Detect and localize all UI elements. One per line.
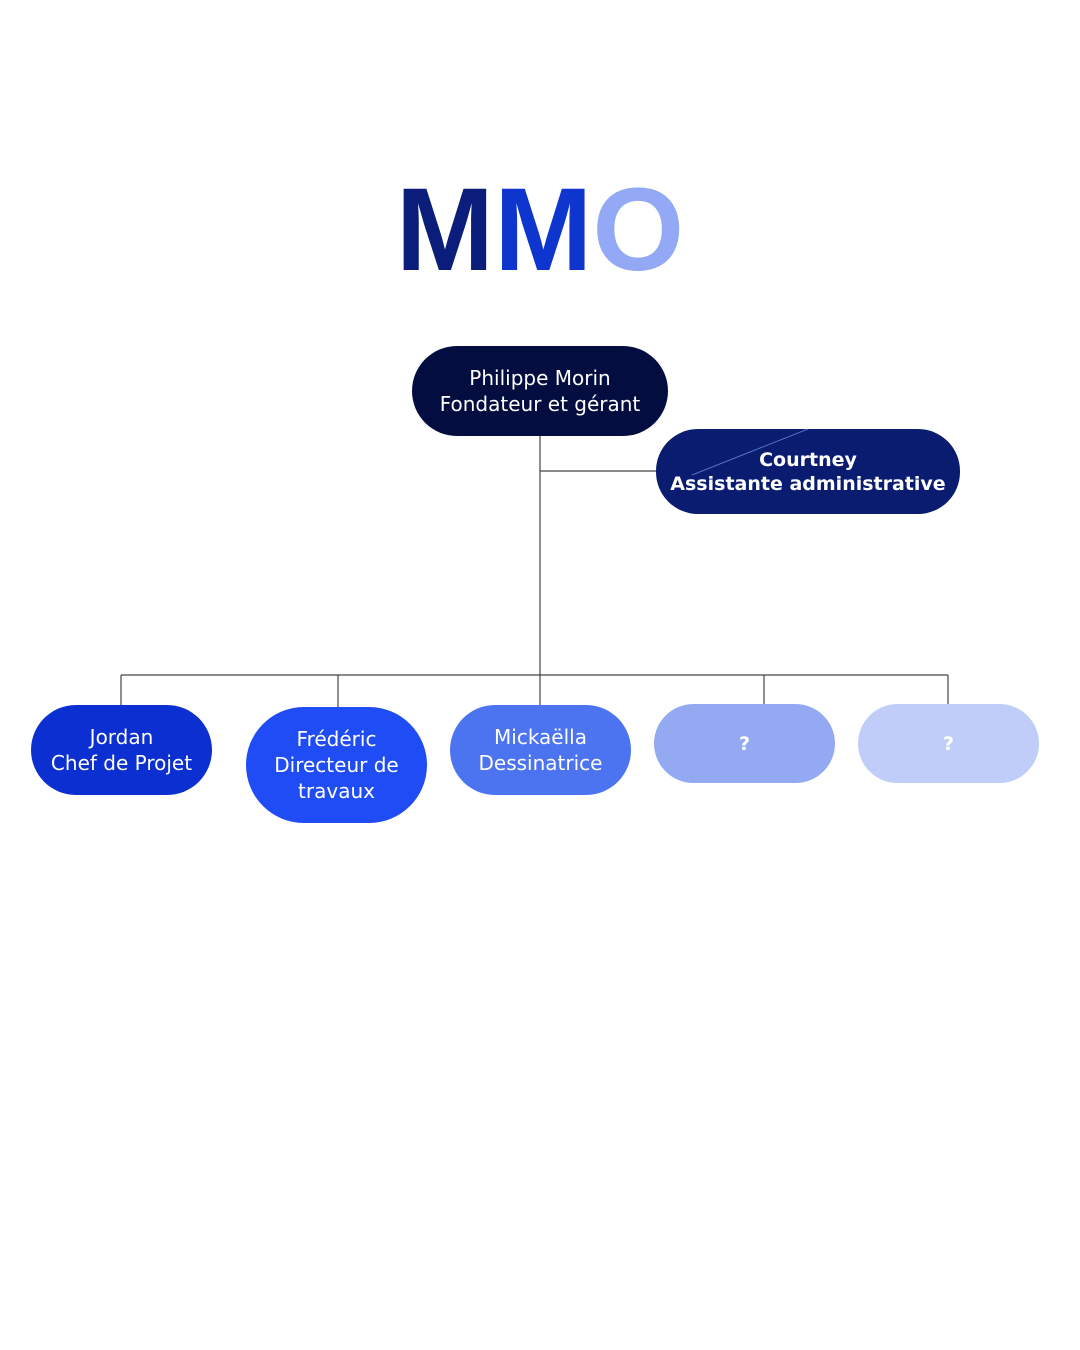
node-name: Jordan	[89, 725, 154, 749]
node-courtney: Courtney Assistante administrative	[656, 429, 960, 514]
node-role: Assistante administrative	[670, 472, 946, 495]
company-logo: MMO	[0, 160, 1080, 300]
node-vacant-1: ?	[654, 704, 835, 783]
node-role: Fondateur et gérant	[439, 392, 641, 416]
node-name: ?	[942, 732, 955, 755]
logo-letter-1: M	[395, 164, 495, 296]
assistant-node-diagonal-stroke	[691, 429, 809, 476]
node-name: ?	[738, 732, 751, 755]
logo-letter-2: M	[494, 164, 593, 296]
node-name: Frédéric	[296, 727, 377, 751]
node-name: Courtney	[759, 448, 857, 471]
node-name: Mickaëlla	[494, 725, 587, 749]
node-vacant-2: ?	[858, 704, 1039, 783]
node-jordan: Jordan Chef de Projet	[31, 705, 212, 795]
node-philippe-morin: Philippe Morin Fondateur et gérant	[412, 346, 668, 436]
logo-letter-3: O	[592, 164, 685, 296]
node-frederic: Frédéric Directeur de travaux	[246, 707, 427, 823]
node-role-line-2: travaux	[298, 779, 375, 803]
node-mickaella: Mickaëlla Dessinatrice	[450, 705, 631, 795]
node-role: Dessinatrice	[478, 751, 603, 775]
node-role: Chef de Projet	[50, 751, 193, 775]
node-role-line-1: Directeur de	[274, 753, 399, 777]
node-name: Philippe Morin	[469, 366, 611, 390]
